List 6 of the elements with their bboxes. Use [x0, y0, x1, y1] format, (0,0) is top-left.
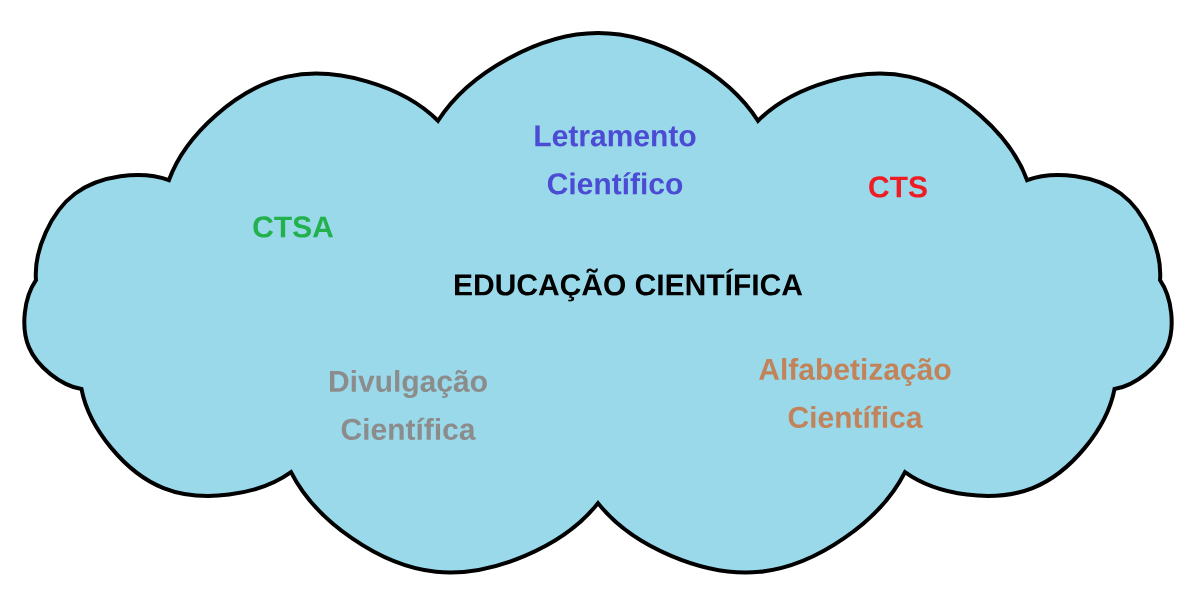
cloud-label: Divulgação Científica — [330, 369, 487, 440]
cloud-label: Alfabetização Científica — [759, 357, 951, 428]
cloud-label: Letramento Científico — [535, 125, 696, 195]
cloud-label: EDUCAÇÃO CIENTÍFICA — [455, 268, 803, 302]
cloud-label: CTSA — [253, 216, 334, 238]
cloud-label: CTS — [869, 176, 927, 198]
